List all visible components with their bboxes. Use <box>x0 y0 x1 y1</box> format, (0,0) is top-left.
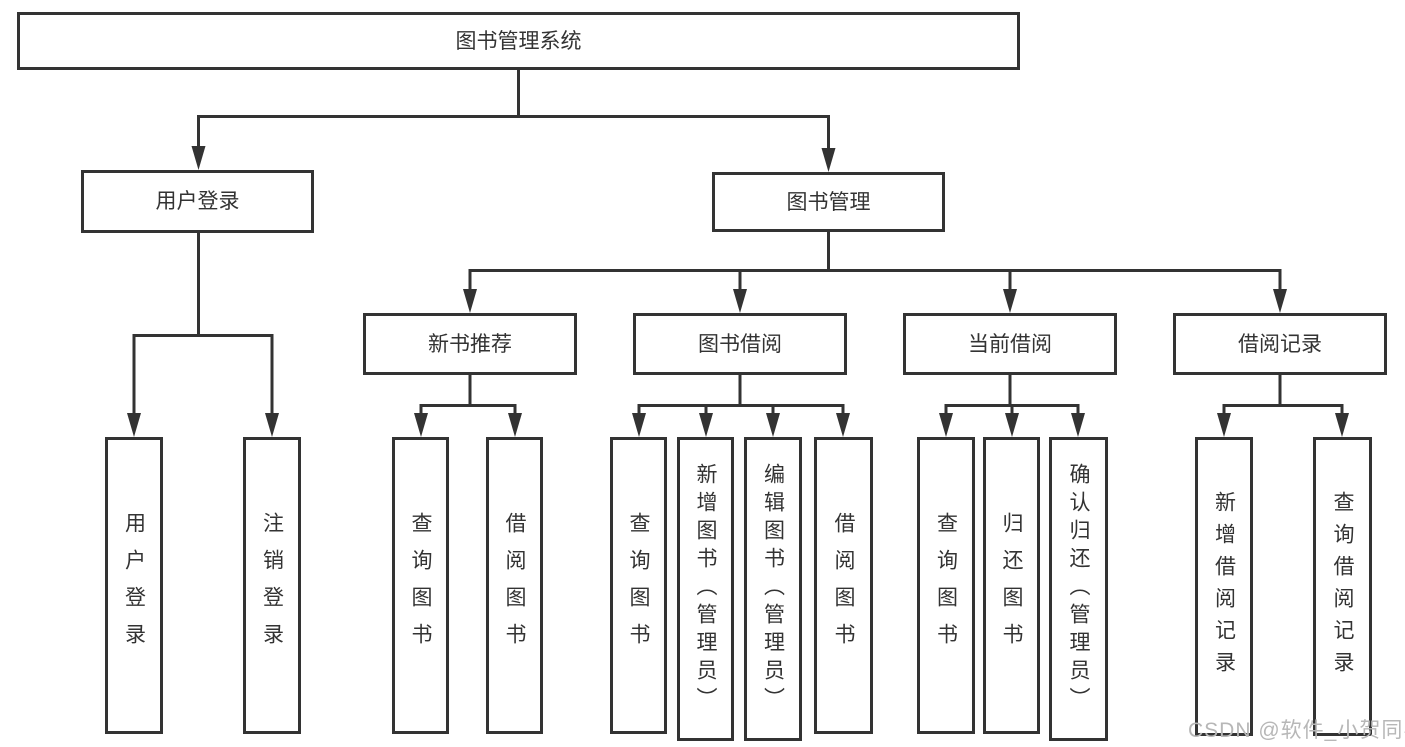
arrowhead-icons <box>127 146 1349 437</box>
node-current-borrow-label: 当前借阅 <box>968 332 1052 356</box>
node-book-borrow-label: 图书借阅 <box>698 332 782 356</box>
leaf-nb-borrow-books: 借阅图书 <box>486 437 543 734</box>
leaf-cb-return-books: 归还图书 <box>983 437 1040 734</box>
leaf-nb-query-books: 查询图书 <box>392 437 449 734</box>
node-book-management-label: 图书管理 <box>786 190 871 214</box>
leaf-cb-confirm-return-admin-label: 确认归还（管理员） <box>1067 463 1090 715</box>
leaf-user-login-label: 用户登录 <box>122 511 146 660</box>
leaf-br-query-record-label: 查询借阅记录 <box>1331 490 1354 683</box>
node-borrow-records: 借阅记录 <box>1173 313 1387 375</box>
leaf-nb-borrow-books-label: 借阅图书 <box>503 511 526 660</box>
leaf-bb-borrow-books-label: 借阅图书 <box>832 511 855 660</box>
leaf-bb-edit-books-admin: 编辑图书（管理员） <box>744 437 802 741</box>
leaf-user-login: 用户登录 <box>105 437 163 734</box>
leaf-br-query-record: 查询借阅记录 <box>1313 437 1372 736</box>
leaf-bb-add-books-admin-label: 新增图书（管理员） <box>694 463 717 715</box>
leaf-bb-borrow-books: 借阅图书 <box>814 437 873 734</box>
node-root-label: 图书管理系统 <box>455 29 582 53</box>
node-current-borrow: 当前借阅 <box>903 313 1117 375</box>
node-new-book-recommend: 新书推荐 <box>363 313 577 375</box>
csdn-watermark: CSDN @软件_小贺同学 <box>1188 719 1405 742</box>
node-new-book-recommend-label: 新书推荐 <box>428 332 512 356</box>
leaf-nb-query-books-label: 查询图书 <box>409 511 432 660</box>
leaf-cb-query-books: 查询图书 <box>917 437 975 734</box>
leaf-logout: 注销登录 <box>243 437 301 734</box>
leaf-logout-label: 注销登录 <box>260 511 284 660</box>
node-root: 图书管理系统 <box>17 12 1020 70</box>
node-book-borrow: 图书借阅 <box>633 313 847 375</box>
leaf-bb-query-books: 查询图书 <box>610 437 667 734</box>
leaf-bb-edit-books-admin-label: 编辑图书（管理员） <box>761 463 785 715</box>
node-borrow-records-label: 借阅记录 <box>1238 332 1322 356</box>
leaf-br-add-record-label: 新增借阅记录 <box>1212 490 1236 683</box>
leaf-bb-add-books-admin: 新增图书（管理员） <box>677 437 734 741</box>
leaf-cb-return-books-label: 归还图书 <box>1000 511 1023 660</box>
leaf-bb-query-books-label: 查询图书 <box>627 511 650 660</box>
leaf-cb-query-books-label: 查询图书 <box>934 511 958 660</box>
node-user-login: 用户登录 <box>81 170 314 233</box>
leaf-br-add-record: 新增借阅记录 <box>1195 437 1253 736</box>
node-user-login-label: 用户登录 <box>155 190 240 213</box>
node-book-management: 图书管理 <box>712 172 945 232</box>
leaf-cb-confirm-return-admin: 确认归还（管理员） <box>1049 437 1108 741</box>
